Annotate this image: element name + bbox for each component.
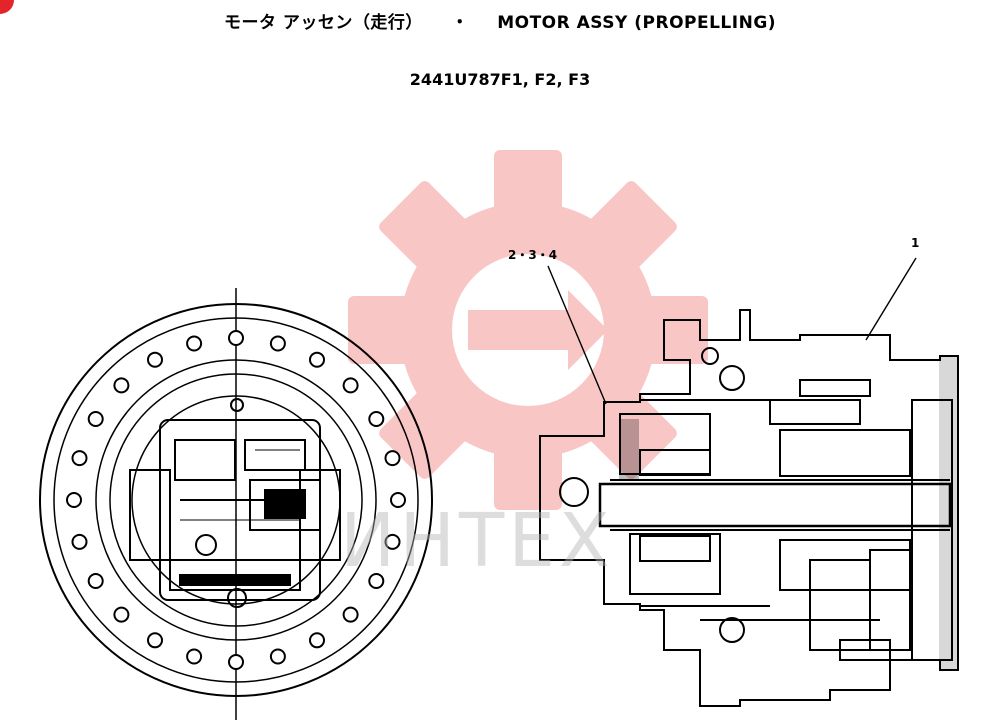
- leader-lines: [547, 257, 917, 405]
- bolt-hole: [228, 330, 244, 346]
- bolt-hole: [342, 377, 359, 394]
- title-separator: ・: [451, 13, 469, 33]
- bolt-hole: [71, 450, 88, 467]
- bolt-hole: [368, 573, 385, 589]
- bolt-hole: [71, 533, 88, 550]
- bolt-hole: [368, 411, 385, 427]
- bolt-hole: [113, 377, 130, 394]
- watermark-text: ИНТЕХ: [340, 498, 614, 584]
- bolt-hole: [113, 606, 130, 623]
- bolt-hole: [66, 492, 82, 508]
- bolt-hole: [384, 450, 401, 467]
- bolt-holes: [66, 330, 406, 670]
- bolt-hole: [228, 654, 244, 670]
- valve-body: [129, 398, 341, 608]
- bolt-hole: [269, 648, 286, 665]
- bolt-hole: [186, 648, 203, 665]
- bolt-hole: [186, 335, 203, 352]
- part-number: 2441U787F1, F2, F3: [409, 70, 591, 89]
- title-english: MOTOR ASSY (PROPELLING): [497, 13, 777, 33]
- drawing-title: モータ アッセン（走行） ・ MOTOR ASSY (PROPELLING): [0, 8, 1000, 33]
- bolt-hole: [269, 335, 286, 352]
- callout-items-2-3-4: 2・3・4: [508, 248, 558, 262]
- bolt-hole: [87, 573, 104, 589]
- callout-item-1: 1: [911, 236, 920, 250]
- bolt-hole: [309, 632, 325, 649]
- housing-outline: [539, 309, 959, 707]
- bolt-hole: [87, 411, 104, 427]
- bolt-hole: [147, 351, 163, 368]
- bolt-hole: [309, 351, 325, 368]
- bolt-hole: [390, 492, 406, 508]
- output-shaft: [598, 482, 952, 528]
- title-japanese: モータ アッセン（走行）: [223, 13, 423, 33]
- port-circle: [559, 477, 589, 507]
- bolt-hole: [147, 632, 163, 649]
- bolt-hole: [384, 533, 401, 550]
- bolt-hole: [342, 606, 359, 623]
